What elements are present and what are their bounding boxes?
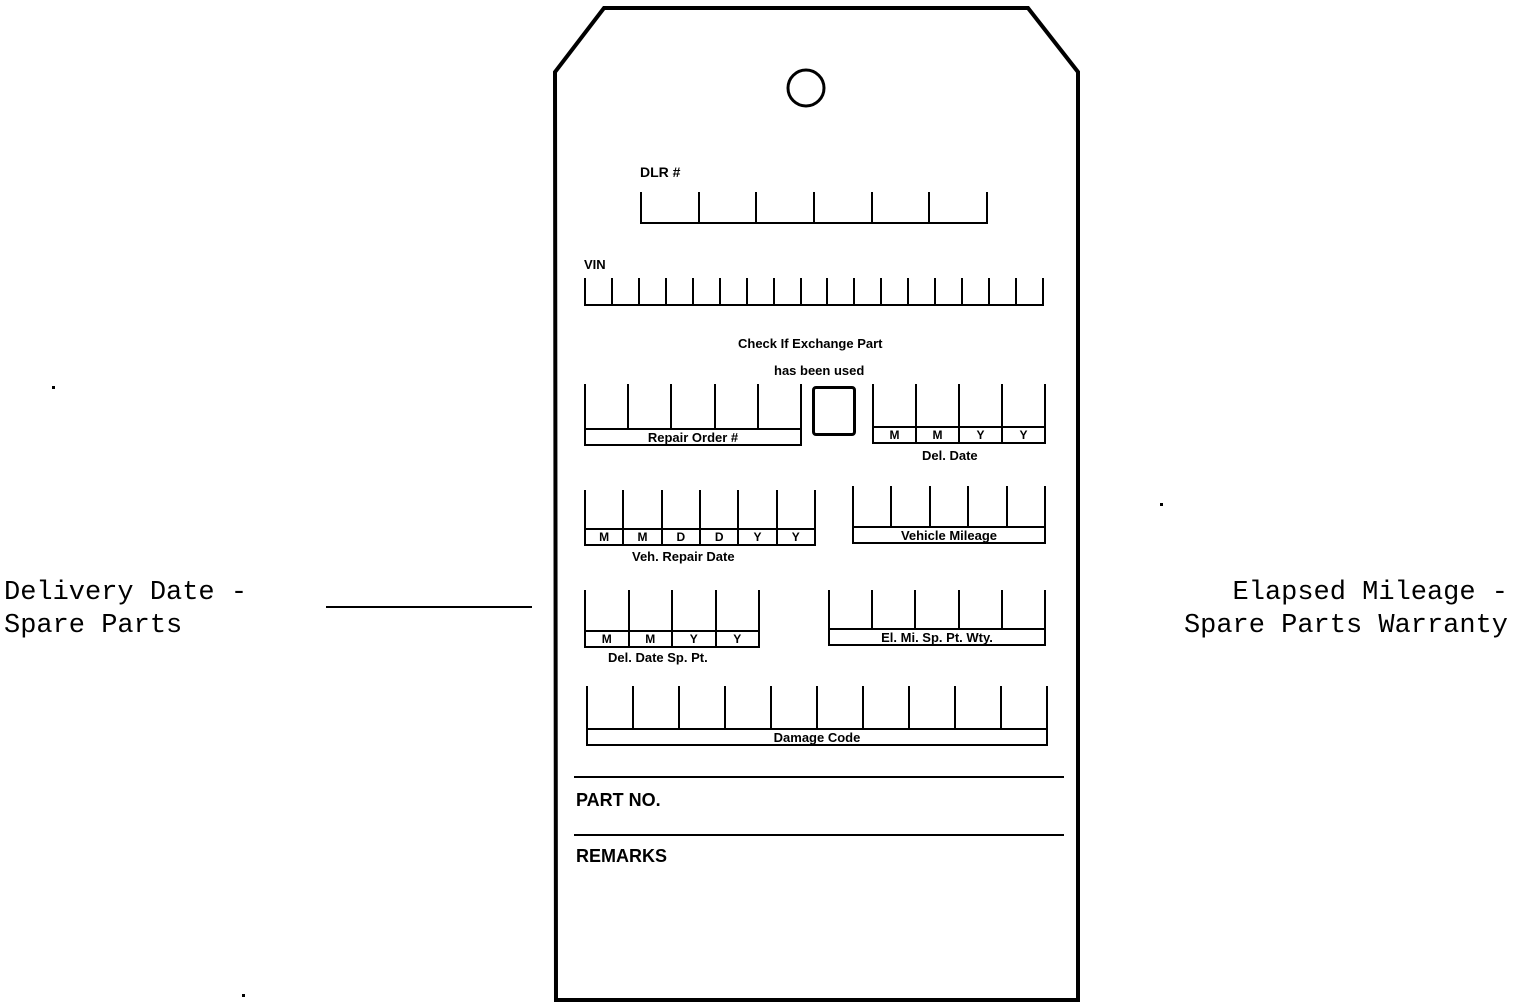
vin-label: VIN xyxy=(584,257,606,272)
veh-repair-date-field[interactable]: M M D D Y Y xyxy=(584,490,816,546)
callout-left-line2: Spare Parts xyxy=(4,611,183,641)
del-date-cell-3: Y xyxy=(958,428,1001,442)
elapsed-mileage-callout: Elapsed Mileage - Spare Parts Warranty xyxy=(1098,577,1508,643)
del-date-sp-cell-1: M xyxy=(601,632,612,646)
veh-repair-date-cell-2: M xyxy=(622,530,660,544)
del-date-label: Del. Date xyxy=(922,448,978,463)
el-mi-sp-pt-wty-label: El. Mi. Sp. Pt. Wty. xyxy=(828,628,1046,646)
callout-leader-line xyxy=(326,606,532,608)
delivery-date-callout: Delivery Date - Spare Parts xyxy=(4,577,247,643)
speck xyxy=(1160,503,1163,506)
part-no-input[interactable] xyxy=(692,790,1062,818)
dlr-label: DLR # xyxy=(640,164,681,180)
del-date-sp-cell-4: Y xyxy=(714,632,759,646)
del-date-cell-4: Y xyxy=(1001,428,1044,442)
veh-repair-date-cell-1: M xyxy=(599,530,610,544)
exchange-label-line2: has been used xyxy=(774,363,865,378)
hole-icon xyxy=(786,68,826,108)
del-date-sp-pt-label: Del. Date Sp. Pt. xyxy=(608,650,708,665)
callout-right-line2: Spare Parts Warranty xyxy=(1183,611,1508,641)
callout-right-line1: Elapsed Mileage - xyxy=(1232,578,1508,608)
vehicle-mileage-label: Vehicle Mileage xyxy=(852,526,1046,544)
veh-repair-date-label: Veh. Repair Date xyxy=(632,549,735,564)
del-date-sp-cell-3: Y xyxy=(671,632,715,646)
vehicle-mileage-field[interactable]: Vehicle Mileage xyxy=(852,486,1047,544)
veh-repair-date-cell-4: D xyxy=(698,530,737,544)
del-date-cell-1: M xyxy=(889,428,900,442)
part-no-label: PART NO. xyxy=(576,790,661,810)
tag-outline xyxy=(552,6,1080,1002)
remarks-rule xyxy=(574,834,1064,836)
repair-order-field[interactable]: Repair Order # xyxy=(584,384,803,446)
damage-code-label: Damage Code xyxy=(586,728,1048,746)
exchange-label-line1: Check If Exchange Part xyxy=(738,336,883,351)
speck xyxy=(52,386,55,389)
speck xyxy=(242,994,245,997)
veh-repair-date-cell-6: Y xyxy=(775,530,814,544)
warranty-parts-tag: DLR # VIN Check If Exchange Part has bee… xyxy=(552,6,1082,1002)
del-date-sp-pt-field[interactable]: M M Y Y xyxy=(584,590,760,648)
exchange-part-checkbox[interactable] xyxy=(812,386,856,436)
veh-repair-date-cell-5: Y xyxy=(737,530,775,544)
damage-code-field[interactable]: Damage Code xyxy=(586,686,1048,746)
vin-field[interactable] xyxy=(584,278,1044,306)
el-mi-sp-pt-wty-field[interactable]: El. Mi. Sp. Pt. Wty. xyxy=(828,590,1047,646)
callout-left-line1: Delivery Date - xyxy=(4,578,248,608)
dlr-field[interactable] xyxy=(640,192,989,224)
del-date-field[interactable]: M M Y Y xyxy=(872,384,1046,444)
part-no-rule xyxy=(574,776,1064,778)
del-date-sp-cell-2: M xyxy=(627,632,672,646)
remarks-input[interactable] xyxy=(692,846,1062,986)
del-date-cell-2: M xyxy=(915,428,958,442)
repair-order-label: Repair Order # xyxy=(584,428,802,446)
remarks-label: REMARKS xyxy=(576,846,668,866)
veh-repair-date-cell-3: D xyxy=(660,530,699,544)
